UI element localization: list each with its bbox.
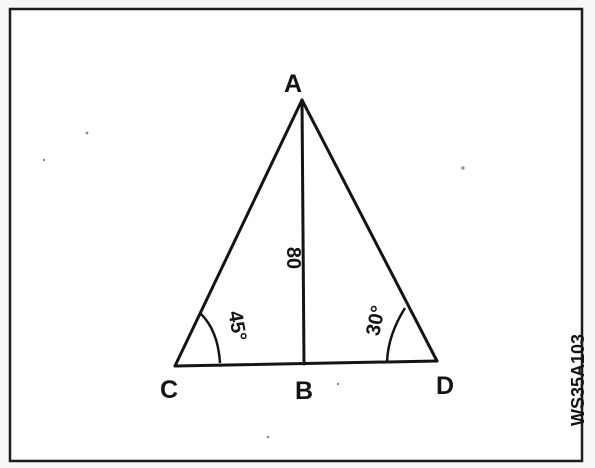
vertex-label-a: A (284, 70, 302, 98)
base-cd (173, 359, 439, 368)
altitude-ab (300, 98, 306, 366)
angle-c-arc (199, 312, 222, 364)
paper-speck (266, 435, 270, 439)
vertex-label-d: D (436, 372, 454, 400)
vertex-label-b: B (295, 377, 313, 405)
paper-speck (85, 131, 89, 135)
height-label: 80 (282, 247, 304, 269)
paper-speck (42, 158, 46, 162)
paper-speck (461, 166, 465, 170)
side-ad (300, 98, 439, 363)
figure-code: WS35A103 (568, 334, 588, 426)
side-ac (173, 98, 304, 368)
figure-frame (8, 7, 584, 463)
paper-speck (336, 382, 340, 386)
angle-d-arc (385, 307, 407, 363)
vertex-label-c: C (160, 376, 178, 404)
angle-c-label: 45° (223, 309, 250, 343)
